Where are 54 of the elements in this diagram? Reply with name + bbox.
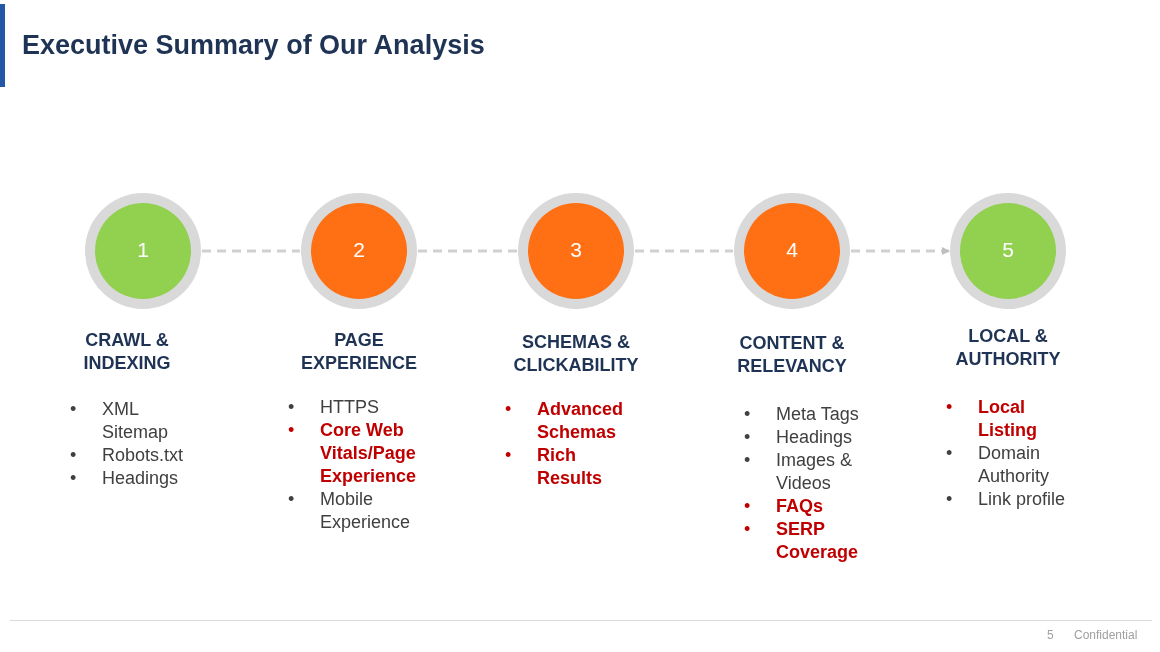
page-number: 5 [1047,628,1054,642]
bullet-marker: • [946,396,953,419]
bullet-marker: • [505,444,512,467]
bullet-item: Local Listing [978,397,1037,440]
bullet-item: Headings [776,427,853,447]
bullet-item: HTTPS [320,397,379,417]
bullet-item: Headings [102,468,179,488]
bullet-item: Core Web Vitals/Page Experience [320,420,417,486]
dashed-connector [635,249,733,253]
step-circle [733,192,851,310]
slide-title: Executive Summary of Our Analysis [22,30,485,61]
step-heading: PAGE EXPERIENCE [299,329,418,375]
step-heading: LOCAL & AUTHORITY [954,325,1062,371]
step-number: 4 [785,238,799,262]
bullet-marker: • [70,467,77,490]
step-heading: CONTENT & RELEVANCY [736,332,848,378]
bullet-marker: • [946,488,953,511]
bullet-item: Advanced Schemas [537,399,624,442]
bullet-marker: • [70,444,77,467]
bullet-item: Images & Videos [776,450,853,493]
step-circle [517,192,635,310]
bullet-marker: • [946,442,953,465]
bullet-marker: • [744,518,751,541]
bullet-item: Link profile [978,489,1066,509]
bullet-marker: • [744,426,751,449]
bullet-item: Robots.txt [102,445,184,465]
bullet-marker: • [505,398,512,421]
step-circle [84,192,202,310]
bullet-marker: • [288,419,295,442]
bullet-marker: • [744,449,751,472]
step-circle [949,192,1067,310]
step-number: 5 [1001,238,1015,262]
bullet-marker: • [288,396,295,419]
bullet-item: Mobile Experience [320,489,411,532]
bullet-item: XML Sitemap [102,399,169,442]
step-heading: SCHEMAS & CLICKABILITY [512,331,640,377]
step-number: 3 [569,238,583,262]
bullet-item: Domain Authority [978,443,1050,486]
confidential-note: Confidential [1074,628,1138,642]
dashed-connector [851,247,950,255]
step-number: 1 [136,238,150,262]
bullet-marker: • [744,403,751,426]
bullet-marker: • [288,488,295,511]
bullet-item: FAQs [776,496,823,516]
bullet-item: SERP Coverage [776,519,859,562]
bullet-marker: • [70,398,77,421]
bullet-marker: • [744,495,751,518]
step-heading: CRAWL & INDEXING [82,329,172,375]
bullet-item: Meta Tags [776,404,859,424]
step-circle [300,192,418,310]
bullet-item: Rich Results [537,445,603,488]
step-number: 2 [352,238,366,262]
dashed-connector [418,249,517,253]
dashed-connector [202,249,300,253]
